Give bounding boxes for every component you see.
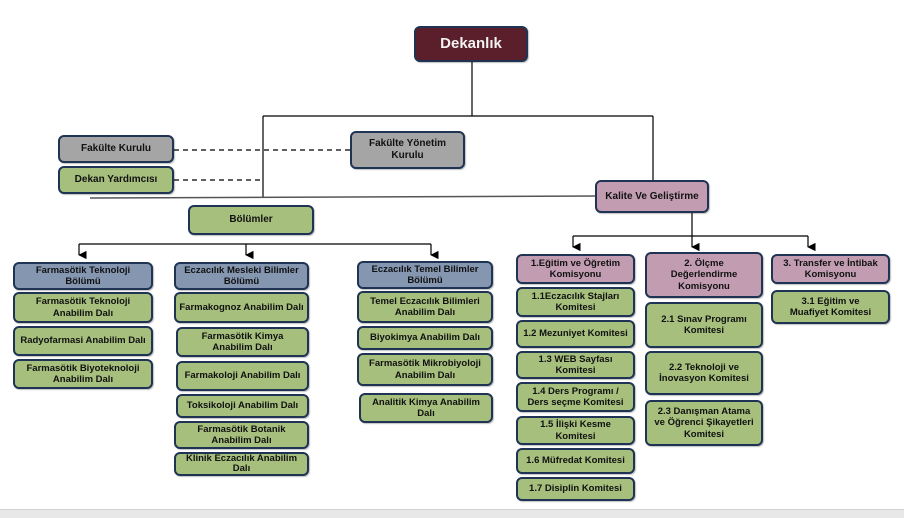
department-label: Farmasötik Teknoloji Bölümü [35,264,131,287]
kalite-gelistirme-box[interactable]: Kalite Ve Geliştirme [595,180,709,213]
committee-label: 1.2 Mezuniyet Komitesi [523,328,628,340]
unit-label: Analitik Kimya Anabilim Dalı [372,396,480,419]
department-header[interactable]: Eczacılık Mesleki Bilimler Bölümü [174,262,309,290]
unit-box[interactable]: Farmasötik Kimya Anabilim Dalı [176,327,309,357]
unit-label: Farmakoloji Anabilim Dalı [184,370,301,382]
committee-box[interactable]: 2.1 Sınav Programı Komitesi [645,302,763,348]
unit-box[interactable]: Farmasötik Biyoteknoloji Anabilim Dalı [13,359,153,389]
unit-label: Klinik Eczacılık Anabilim Dalı [185,453,298,474]
bolumler-label: Bölümler [229,214,273,225]
unit-box[interactable]: Radyofarmasi Anabilim Dalı [13,326,153,356]
committee-label: 3.1 Eğitim ve Muafiyet Komitesi [789,295,872,318]
unit-box[interactable]: Biyokimya Anabilim Dalı [357,326,493,350]
fakulte-yonetim-kurulu-label: Fakülte Yönetim Kurulu [368,138,447,161]
department-header[interactable]: Eczacılık Temel Bilimler Bölümü [357,261,493,289]
unit-label: Radyofarmasi Anabilim Dalı [20,335,146,347]
department-label: Eczacılık Temel Bilimler Bölümü [371,263,479,286]
unit-label: Biyokimya Anabilim Dalı [370,332,480,344]
committee-label: 1.5 İlişki Kesme Komitesi [540,419,611,442]
committee-box[interactable]: 1.3 WEB Sayfası Komitesi [516,351,635,379]
fakulte-kurulu-label: Fakülte Kurulu [80,143,151,154]
dekan-yardimcisi-box[interactable]: Dekan Yardımcısı [58,166,174,194]
commission-box[interactable]: 1.Eğitim ve Öğretim Komisyonu [516,254,635,284]
dekan-yardimcisi-label: Dekan Yardımcısı [74,174,158,185]
unit-box[interactable]: Farmasötik Teknoloji Anabilim Dalı [13,292,153,323]
committee-box[interactable]: 1.4 Ders Programı / Ders seçme Komitesi [516,382,635,412]
unit-box[interactable]: Klinik Eczacılık Anabilim Dalı [174,452,309,476]
dekanlik-box[interactable]: Dekanlık [414,26,528,62]
commission-label: 2. Ölçme Değerlendirme Komisyonu [670,257,738,292]
committee-label: 2.1 Sınav Programı Komitesi [661,313,747,336]
unit-label: Farmasötik Mikrobiyoloji Anabilim Dalı [369,358,481,381]
unit-label: Temel Eczacılık Bilimleri Anabilim Dalı [370,295,480,318]
unit-box[interactable]: Farmakognoz Anabilim Dalı [174,292,309,323]
unit-label: Farmasötik Biyoteknoloji Anabilim Dalı [26,362,140,385]
committee-label: 2.3 Danışman Atama ve Öğrenci Şikayetler… [654,405,754,440]
fakulte-kurulu-box[interactable]: Fakülte Kurulu [58,135,174,163]
unit-label: Toksikoloji Anabilim Dalı [186,400,299,412]
committee-box[interactable]: 2.3 Danışman Atama ve Öğrenci Şikayetler… [645,400,763,446]
committee-label: 1.1Eczacılık Stajları Komitesi [531,290,620,313]
committee-box[interactable]: 1.1Eczacılık Stajları Komitesi [516,287,635,317]
fakulte-yonetim-kurulu-box[interactable]: Fakülte Yönetim Kurulu [350,131,465,169]
unit-box[interactable]: Farmakoloji Anabilim Dalı [176,361,309,391]
committee-label: 2.2 Teknoloji ve İnovasyon Komitesi [659,361,749,384]
committee-box[interactable]: 1.7 Disiplin Komitesi [516,477,635,501]
committee-box[interactable]: 1.6 Müfredat Komitesi [516,448,635,474]
window-bottom-edge [0,509,904,518]
kalite-gelistirme-label: Kalite Ve Geliştirme [605,190,699,202]
committee-box[interactable]: 2.2 Teknoloji ve İnovasyon Komitesi [645,351,763,395]
committee-box[interactable]: 1.2 Mezuniyet Komitesi [516,320,635,348]
commission-label: 3. Transfer ve İntibak Komisyonu [783,257,878,280]
unit-box[interactable]: Analitik Kimya Anabilim Dalı [359,393,493,423]
unit-label: Farmakognoz Anabilim Dalı [179,301,304,313]
committee-box[interactable]: 3.1 Eğitim ve Muafiyet Komitesi [771,290,890,324]
commission-box[interactable]: 2. Ölçme Değerlendirme Komisyonu [645,252,763,298]
committee-label: 1.4 Ders Programı / Ders seçme Komitesi [527,385,624,408]
unit-box[interactable]: Temel Eczacılık Bilimleri Anabilim Dalı [357,291,493,323]
unit-box[interactable]: Toksikoloji Anabilim Dalı [176,394,309,418]
commission-label: 1.Eğitim ve Öğretim Komisyonu [530,257,621,280]
unit-box[interactable]: Farmasötik Botanik Anabilim Dalı [174,421,309,449]
department-header[interactable]: Farmasötik Teknoloji Bölümü [13,262,153,290]
commission-box[interactable]: 3. Transfer ve İntibak Komisyonu [771,254,890,284]
unit-label: Farmasötik Botanik Anabilim Dalı [197,423,286,446]
unit-label: Farmasötik Teknoloji Anabilim Dalı [35,296,131,319]
committee-label: 1.7 Disiplin Komitesi [529,483,622,495]
committee-label: 1.3 WEB Sayfası Komitesi [538,353,613,376]
department-label: Eczacılık Mesleki Bilimler Bölümü [184,264,299,287]
unit-box[interactable]: Farmasötik Mikrobiyoloji Anabilim Dalı [357,353,493,386]
dekanlik-label: Dekanlık [440,35,502,52]
unit-label: Farmasötik Kimya Anabilim Dalı [201,330,284,353]
committee-box[interactable]: 1.5 İlişki Kesme Komitesi [516,416,635,445]
bolumler-box[interactable]: Bölümler [188,205,314,235]
committee-label: 1.6 Müfredat Komitesi [526,455,625,467]
